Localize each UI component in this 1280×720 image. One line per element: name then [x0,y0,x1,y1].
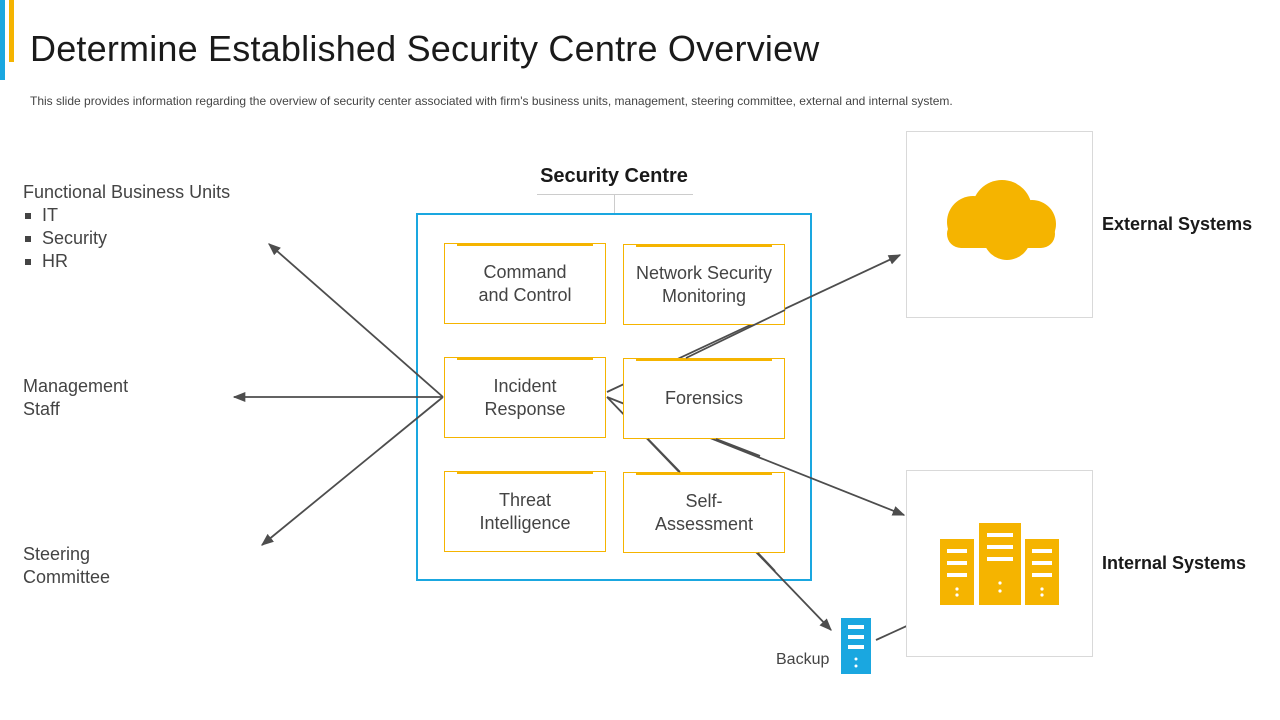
module-topbar [636,358,772,361]
page-title: Determine Established Security Centre Ov… [30,28,820,69]
module-topbar [457,357,593,360]
module-label: Incident Response [484,375,566,419]
module-label: Threat Intelligence [479,489,571,533]
backup-label: Backup [776,651,830,668]
module-forensics: Forensics [623,358,785,439]
arrow-to-business-units [268,243,444,398]
business-unit-security: Security [23,227,230,250]
accent-bar-blue [0,0,5,80]
module-incident-response: Incident Response [444,357,606,438]
arrow-segment-forensics-internal [715,438,761,457]
security-centre-underline [537,194,693,195]
accent-bar-yellow [9,0,14,62]
server-icon [841,618,871,674]
security-centre-title: Security Centre [540,165,688,187]
module-topbar [636,244,772,247]
cloud-icon [947,180,1056,260]
module-label: Command and Control [478,261,572,305]
external-systems-box [906,131,1093,318]
module-topbar [636,472,772,475]
arrow-segment-backup [757,552,776,572]
server-rack-icon [940,523,1059,605]
module-topbar [457,471,593,474]
arrow-to-steering [261,396,444,546]
internal-systems-box [906,470,1093,657]
module-label: Forensics [664,388,744,408]
business-unit-it: IT [23,204,230,227]
internal-systems-label: Internal Systems [1102,553,1247,573]
security-centre-connector [614,195,615,215]
business-unit-hr: HR [23,250,230,273]
business-units-list: IT Security HR [23,204,230,273]
module-self-assessment: Self- Assessment [623,472,785,553]
module-topbar [457,243,593,246]
arrow-segment-self-assessment [647,438,681,473]
module-threat-intelligence: Threat Intelligence [444,471,606,552]
module-network-security-monitoring: Network Security Monitoring [623,244,785,325]
page-subtitle: This slide provides information regardin… [30,94,953,108]
arrow-segment-forensics-nsm [685,309,786,359]
steering-committee-label: Steering Committee [23,544,111,587]
business-units-heading: Functional Business Units [23,182,231,202]
module-label: Self- Assessment [654,490,754,534]
management-staff-label: Management Staff [23,376,129,419]
business-units-group: Functional Business Units IT Security HR [23,181,230,273]
module-label: Network Security Monitoring [635,262,773,306]
module-command-and-control: Command and Control [444,243,606,324]
external-systems-label: External Systems [1102,214,1253,234]
